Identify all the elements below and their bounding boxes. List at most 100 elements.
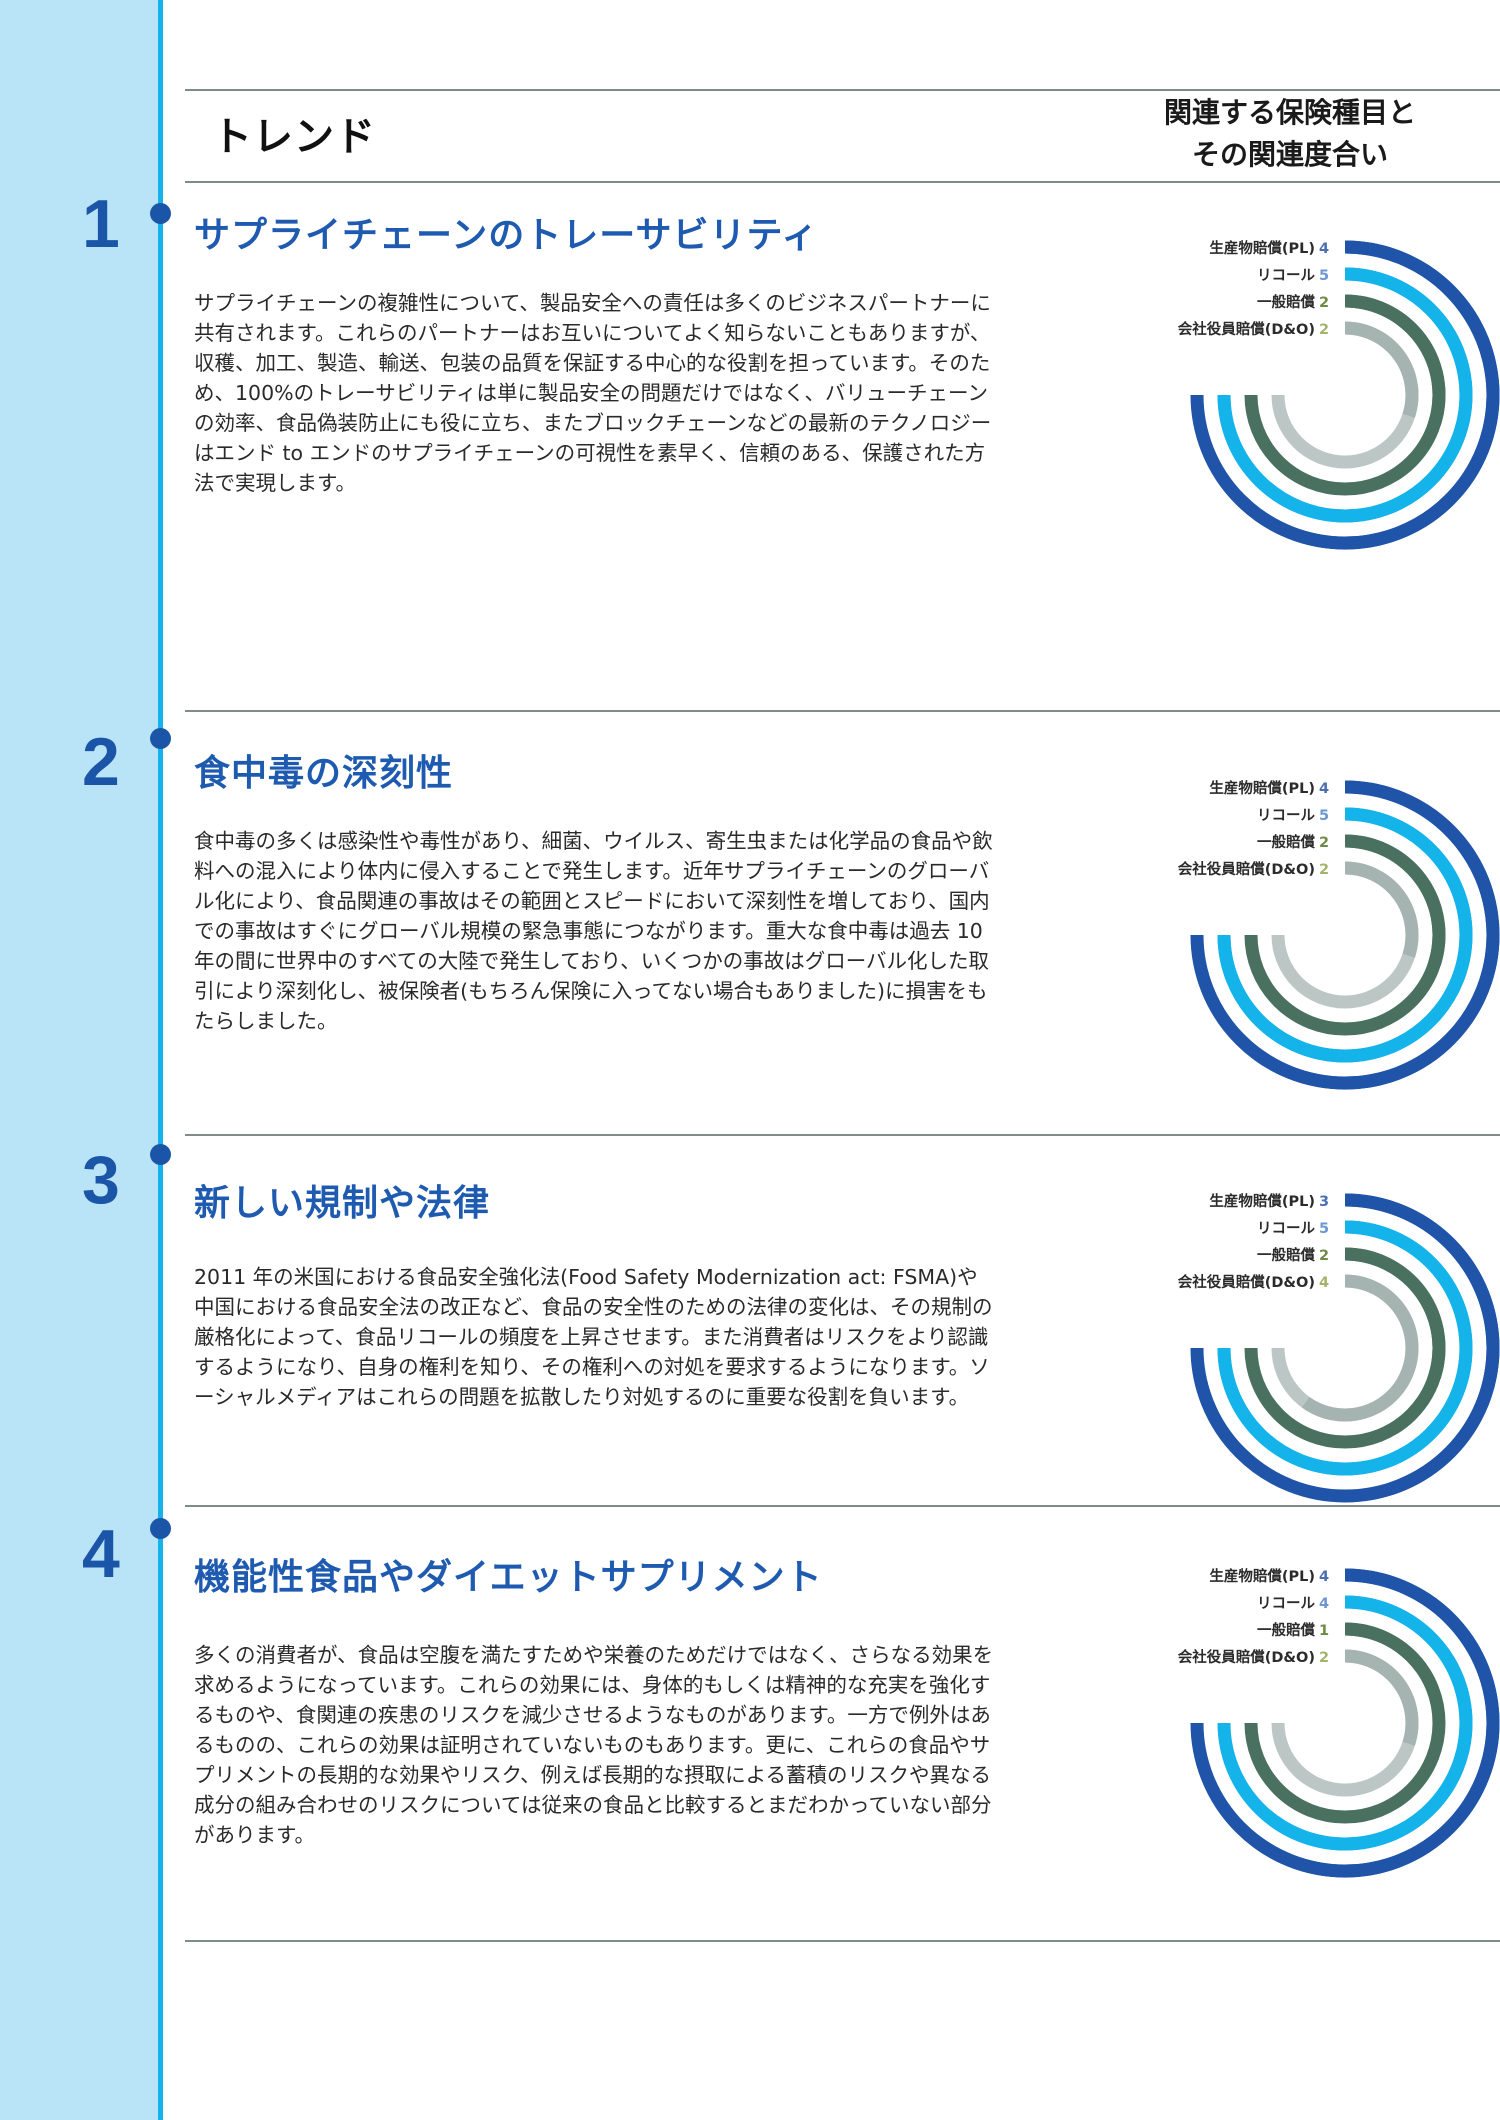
legend-value: 1: [1319, 1623, 1330, 1639]
section-title: 新しい規制や法律: [194, 1183, 491, 1224]
legend-item: 会社役員賠償(D&O)2: [1178, 1645, 1335, 1672]
legend-label: 一般賠償: [1257, 295, 1315, 311]
ring-value-arc: [1344, 1622, 1427, 1672]
ring-value-arc: [1344, 321, 1419, 418]
section-divider: [185, 1505, 1500, 1507]
legend-label: 生産物賠償(PL): [1209, 241, 1315, 257]
radial-bars-svg: [1190, 780, 1500, 1090]
header-top-rule: [185, 89, 1500, 91]
legend-label: リコール: [1257, 808, 1315, 824]
legend-value: 5: [1319, 808, 1330, 824]
legend-value: 4: [1319, 1596, 1330, 1612]
legend-value: 4: [1319, 781, 1330, 797]
legend-label: 会社役員賠償(D&O): [1177, 1650, 1315, 1666]
legend-value: 2: [1319, 1650, 1330, 1666]
timeline-dot: [150, 728, 171, 749]
legend-value: 5: [1319, 1221, 1330, 1237]
ring-value-arc: [1217, 807, 1473, 1063]
legend-label: 生産物賠償(PL): [1209, 1194, 1315, 1210]
legend-value: 2: [1319, 1248, 1330, 1264]
section-divider: [185, 1134, 1500, 1136]
legend-value: 2: [1319, 835, 1330, 851]
section-title: 機能性食品やダイエットサプリメント: [194, 1557, 823, 1598]
section-divider: [185, 710, 1500, 712]
legend-label: リコール: [1257, 1221, 1315, 1237]
radial-bars-svg: [1190, 1568, 1500, 1878]
ring-value-arc: [1217, 1220, 1473, 1476]
legend-label: 一般賠償: [1257, 1623, 1315, 1639]
legend-item: 生産物賠償(PL)4: [1178, 1564, 1335, 1591]
ring-value-arc: [1270, 1595, 1473, 1851]
section-title: 食中毒の深刻性: [194, 753, 454, 794]
legend-label: 会社役員賠償(D&O): [1177, 862, 1315, 878]
ring-value-arc: [1344, 1247, 1446, 1380]
legend-label: 一般賠償: [1257, 1248, 1315, 1264]
insurance-column-heading: 関連する保険種目と その関連度合い: [1080, 92, 1500, 176]
section-body: 多くの消費者が、食品は空腹を満たすためや栄養のためだけではなく、さらなる効果を求…: [194, 1643, 994, 1847]
ring-value-arc: [1254, 240, 1500, 550]
legend-label: 一般賠償: [1257, 835, 1315, 851]
legend-item: 生産物賠償(PL)4: [1178, 776, 1335, 803]
radial-bars-svg: [1190, 240, 1500, 550]
legend-item: 会社役員賠償(D&O)2: [1178, 317, 1335, 344]
ring-value-arc: [1344, 1649, 1419, 1746]
legend-value: 4: [1319, 1569, 1330, 1585]
legend-item: 会社役員賠償(D&O)4: [1178, 1270, 1335, 1297]
timeline-dot: [150, 1144, 171, 1165]
timeline-line: [158, 0, 163, 2120]
section-body: 2011 年の米国における食品安全強化法(Food Safety Moderni…: [194, 1265, 993, 1409]
legend-value: 2: [1319, 322, 1330, 338]
legend-item: 生産物賠償(PL)3: [1178, 1189, 1335, 1216]
ring-value-arc: [1254, 780, 1500, 1090]
section-number: 3: [82, 1142, 120, 1218]
insurance-heading-line1: 関連する保険種目と: [1163, 96, 1416, 129]
section-divider: [185, 1940, 1500, 1942]
legend-value: 4: [1319, 1275, 1330, 1291]
ring-value-arc: [1254, 1568, 1500, 1878]
section-number: 2: [82, 724, 120, 800]
legend-value: 2: [1319, 295, 1330, 311]
legend-label: リコール: [1257, 268, 1315, 284]
ring-value-arc: [1344, 834, 1446, 967]
trend-column-heading: トレンド: [212, 114, 376, 160]
legend-label: 生産物賠償(PL): [1209, 1569, 1315, 1585]
legend-value: 4: [1319, 241, 1330, 257]
ring-value-arc: [1344, 294, 1446, 427]
insurance-heading-line2: その関連度合い: [1191, 138, 1388, 171]
section-body: 食中毒の多くは感染性や毒性があり、細菌、ウイルス、寄生虫または化学品の食品や飲料…: [194, 829, 993, 1033]
legend-value: 3: [1319, 1194, 1330, 1210]
section-number: 4: [82, 1516, 120, 1592]
section-body: サプライチェーンの複雑性について、製品安全への責任は多くのビジネスパートナーに共…: [194, 291, 992, 495]
legend-label: リコール: [1257, 1596, 1315, 1612]
ring-value-arc: [1217, 267, 1473, 523]
section-number: 1: [82, 186, 120, 262]
section-title: サプライチェーンのトレーサビリティ: [194, 215, 819, 256]
side-band: [0, 0, 158, 2120]
ring-value-arc: [1344, 1193, 1500, 1495]
timeline-dot: [150, 203, 171, 224]
legend-label: 会社役員賠償(D&O): [1177, 322, 1315, 338]
legend-label: 会社役員賠償(D&O): [1177, 1275, 1315, 1291]
header-bottom-rule: [185, 181, 1500, 183]
legend-label: 生産物賠償(PL): [1209, 781, 1315, 797]
legend-item: 生産物賠償(PL)4: [1178, 236, 1335, 263]
ring-value-arc: [1344, 861, 1419, 958]
legend-value: 5: [1319, 268, 1330, 284]
ring-value-arc: [1301, 1274, 1419, 1422]
timeline-dot: [150, 1518, 171, 1539]
